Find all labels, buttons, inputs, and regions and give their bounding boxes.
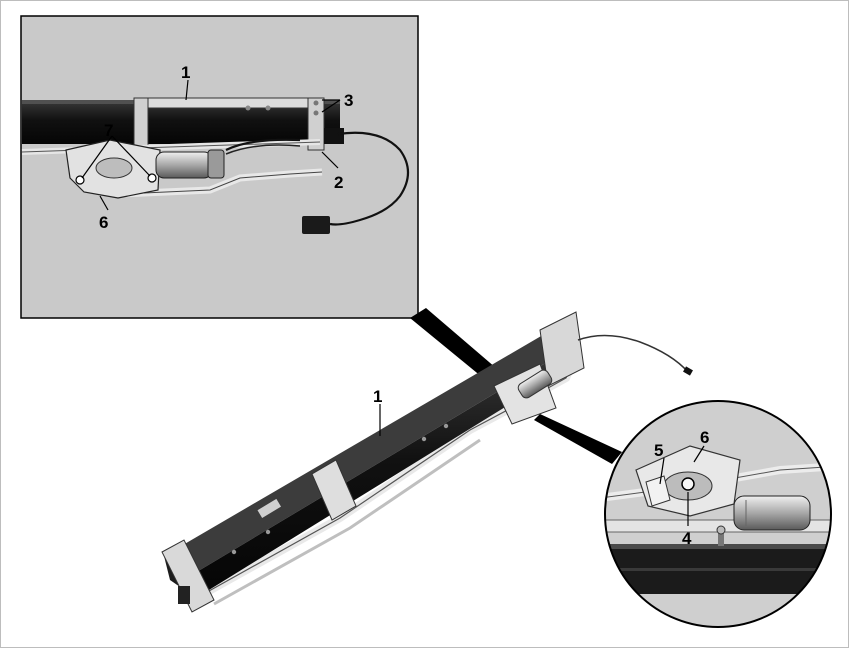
inset-callout-1: 1 [181,63,190,82]
main-callout-1: 1 [373,387,382,406]
inset-callout-7: 7 [104,121,113,140]
circle-callout-5: 5 [654,441,663,460]
inset-callout-6: 6 [99,213,108,232]
main-rail-assembly: 1 [161,311,693,613]
inset-top: 1 3 7 2 6 [20,15,419,319]
circle-callout-6: 6 [700,428,709,447]
inset-callout-3: 3 [344,91,353,110]
inset-callout-2: 2 [334,173,343,192]
circle-detail: 5 6 4 [604,400,832,628]
circle-callout-4: 4 [682,529,692,548]
circle-pointer [534,414,622,464]
